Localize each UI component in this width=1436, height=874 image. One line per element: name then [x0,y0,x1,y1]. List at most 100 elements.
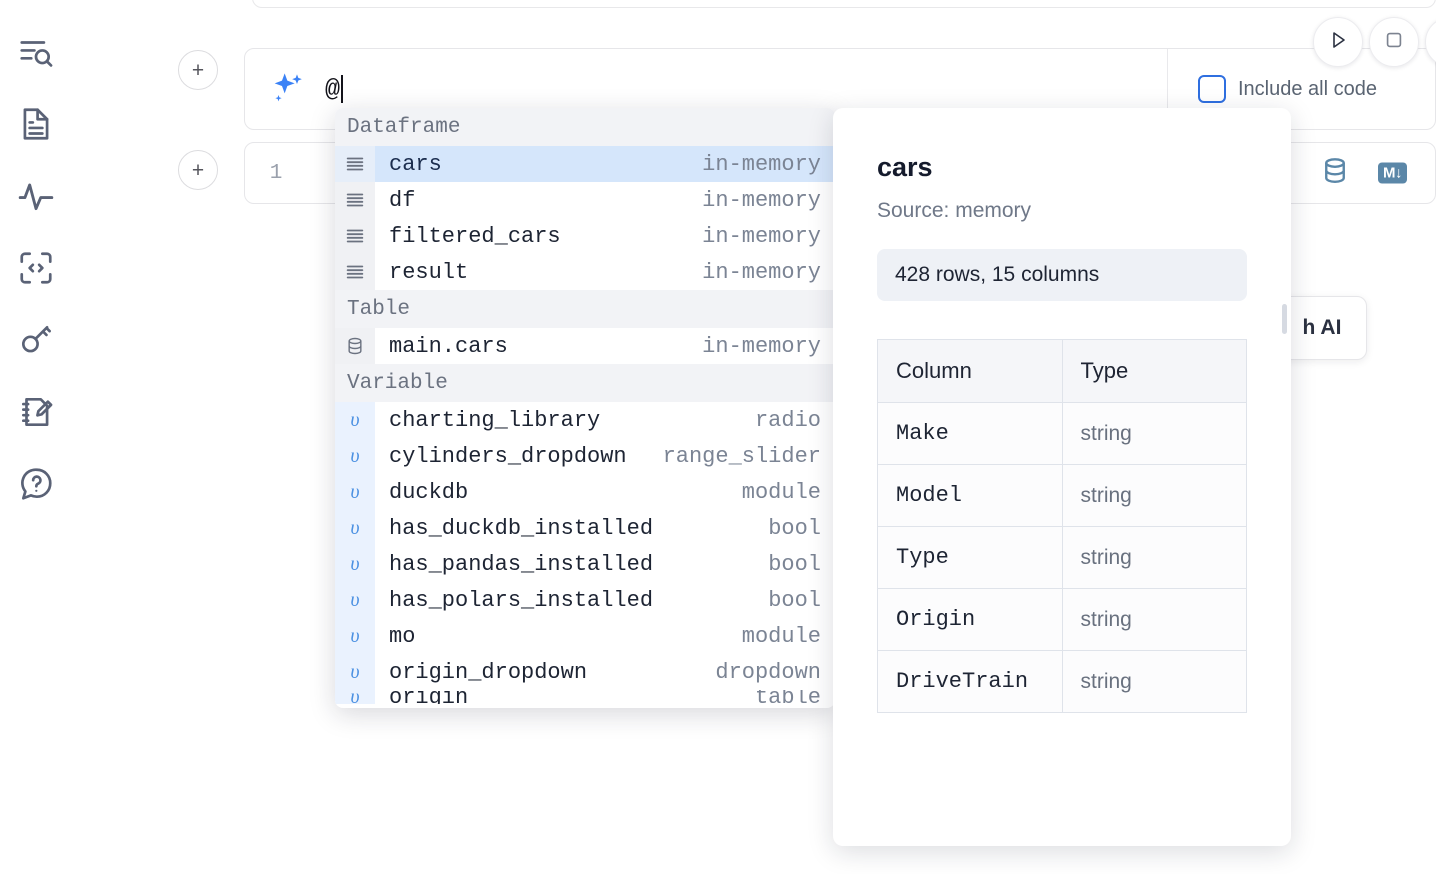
schema-column-type: string [1061,464,1247,527]
preview-title: cars [877,152,933,182]
markdown-icon[interactable]: M↓ [1378,162,1407,184]
add-cell-above-button[interactable]: + [178,50,218,90]
autocomplete-item-name: mo [389,623,416,649]
sidebar-rail [0,0,72,874]
sidebar-item-help[interactable] [10,448,62,520]
activity-icon [17,177,55,215]
autocomplete-item-type: in-memory [702,333,821,359]
autocomplete-item-type: in-memory [702,187,821,213]
schema-column-name: Origin [877,588,1063,651]
autocomplete-item-name: charting_library [389,407,601,433]
schema-column-name: Make [877,402,1063,465]
database-icon[interactable] [1320,156,1350,191]
preview-source: Source: memory [877,199,1032,222]
schema-column-type: string [1061,402,1247,465]
autocomplete-item-name: origin_dropdown [389,659,588,685]
variable-icon: υ [335,690,375,704]
autocomplete-section-header: Table [335,290,835,328]
schema-column-type: string [1061,588,1247,651]
autocomplete-item-name: duckdb [389,479,469,505]
autocomplete-item-type: module [741,479,821,505]
snippets-icon [17,249,55,287]
sidebar-item-secrets[interactable] [10,304,62,376]
include-all-code-checkbox[interactable] [1198,75,1226,103]
include-all-code-label: Include all code [1238,77,1377,100]
variable-icon: υ [335,582,375,618]
dataframe-icon [335,146,375,182]
variable-icon: υ [335,510,375,546]
schema-column-type: string [1061,650,1247,713]
autocomplete-item[interactable]: df in-memory [335,182,835,218]
previous-cell-edge [252,0,1436,8]
variable-icon: υ [335,402,375,438]
autocomplete-item-type: in-memory [702,259,821,285]
autocomplete-item[interactable]: filtered_cars in-memory [335,218,835,254]
autocomplete-item-type: in-memory [702,151,821,177]
autocomplete-item[interactable]: υ has_duckdb_installed bool [335,510,835,546]
schema-column-type: string [1061,526,1247,589]
autocomplete-item-name: filtered_cars [389,223,561,249]
ai-prompt-value: @ [325,74,341,104]
ai-prompt-input[interactable]: @ [309,75,1167,104]
variable-icon: υ [335,618,375,654]
sidebar-item-snippets[interactable] [10,232,62,304]
autocomplete-item-type: in-memory [702,223,821,249]
secrets-key-icon [17,321,55,359]
plus-icon: + [191,58,205,82]
variable-icon: υ [335,546,375,582]
sidebar-item-scratchpad[interactable] [10,376,62,448]
autocomplete-item-type: table [754,690,821,704]
cell-action-bar: M↓ [1320,156,1407,191]
autocomplete-item-type: bool [768,587,821,613]
scratchpad-icon [17,393,55,431]
autocomplete-item-name: has_duckdb_installed [389,515,654,541]
line-number: 1 [269,161,283,185]
add-cell-below-button[interactable]: + [178,150,218,190]
sidebar-item-files[interactable] [10,88,62,160]
dataframe-icon [335,254,375,290]
schema-column-name: DriveTrain [877,650,1063,713]
column-header-column: Column [877,339,1063,403]
autocomplete-item[interactable]: υ origin_dropdown dropdown [335,654,835,690]
database-icon [335,328,375,364]
autocomplete-section-header: Dataframe [335,108,835,146]
autocomplete-item[interactable]: result in-memory [335,254,835,290]
stop-button[interactable] [1369,17,1419,67]
file-icon [17,105,55,143]
run-button[interactable] [1313,17,1363,67]
variable-icon: υ [335,654,375,690]
sidebar-item-outline-search[interactable] [10,16,62,88]
autocomplete-item[interactable]: υ charting_library radio [335,402,835,438]
schema-column-name: Type [877,526,1063,589]
autocomplete-item-type: dropdown [715,659,821,685]
autocomplete-item-type: radio [754,407,821,433]
preview-scrollbar[interactable] [1282,304,1287,334]
sidebar-item-activity[interactable] [10,160,62,232]
autocomplete-item-type: bool [768,515,821,541]
plus-icon: + [191,158,205,182]
autocomplete-item-name: result [389,259,469,285]
ai-cell-options: Include all code [1167,49,1435,129]
autocomplete-item-name: df [389,187,416,213]
play-icon [1326,28,1350,57]
schema-column-name: Model [877,464,1063,527]
dataframe-icon [335,182,375,218]
autocomplete-item-name: has_pandas_installed [389,551,654,577]
search-outline-icon [17,33,55,71]
autocomplete-item-name: origin [389,690,469,704]
